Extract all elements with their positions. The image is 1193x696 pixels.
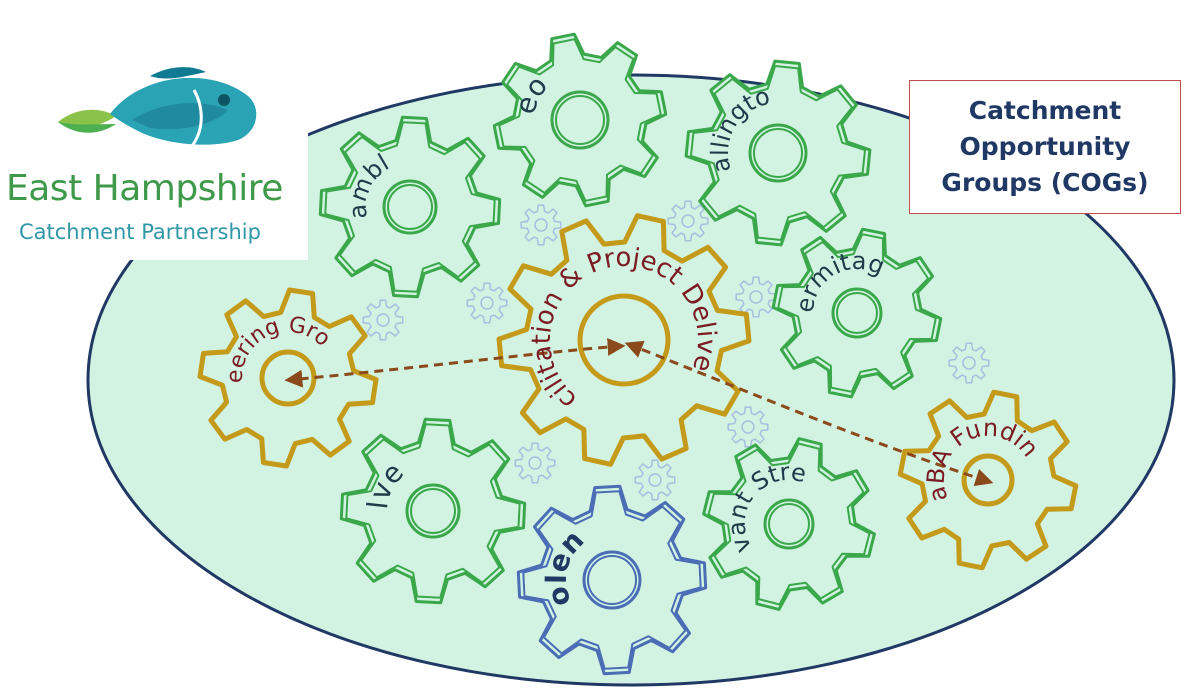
small-cog-hub: [480, 296, 494, 310]
small-cog: [514, 442, 556, 484]
small-cog: [735, 276, 777, 318]
small-cog-hub: [749, 290, 763, 304]
cog-outline: [492, 32, 668, 208]
cog-info-box: Catchment Opportunity Groups (COGs): [909, 80, 1181, 214]
cog-hub: [748, 123, 808, 183]
cog-alver: [339, 417, 527, 605]
fish-icon: [58, 67, 257, 147]
small-cog: [667, 200, 709, 242]
cog-inner-outline: [690, 65, 866, 241]
connection-arrows: [284, 337, 994, 487]
cog-hub-inner: [555, 95, 605, 145]
cog-inner-outline: [498, 38, 662, 202]
small-cog: [466, 282, 508, 324]
cog-info-title: Catchment Opportunity Groups (COGs): [941, 93, 1148, 201]
small-cog: [362, 299, 404, 341]
cog-hub-inner: [587, 555, 637, 605]
cog-outline: [339, 417, 527, 605]
cog-solent: [516, 484, 708, 676]
arrow-facilitation-to-caba: [624, 340, 994, 487]
logo-subtitle: Catchment Partnership: [19, 220, 261, 244]
cog-meon: [492, 32, 668, 208]
cog-inner-outline: [345, 423, 521, 599]
cog-outline: [318, 115, 502, 299]
cog-hamble: [318, 115, 502, 299]
east-hampshire-logo: East Hampshire Catchment Partnership: [0, 50, 308, 260]
small-cog-hub: [681, 214, 695, 228]
cog-hub: [382, 179, 438, 235]
cog-hub-inner: [387, 184, 433, 230]
cog-hub-inner: [836, 292, 878, 334]
cog-inner-outline: [324, 121, 496, 293]
logo-title: East Hampshire: [6, 168, 283, 209]
cog-outline: [516, 484, 708, 676]
cog-hub: [405, 483, 461, 539]
cog-hub-inner: [410, 488, 456, 534]
cog-info-line: Groups (COGs): [941, 168, 1149, 197]
small-cog-hub: [534, 218, 548, 232]
small-cog-hub: [376, 313, 390, 327]
cog-info-line: Opportunity: [959, 132, 1131, 161]
cog-hub-inner: [768, 503, 810, 545]
cog-hub-inner: [753, 128, 803, 178]
small-cog: [520, 204, 562, 246]
cog-hub: [831, 287, 883, 339]
cog-outline: [684, 59, 872, 247]
cog-wallington: [684, 59, 872, 247]
small-cog-hub: [528, 456, 542, 470]
arrow-facilitation-to-steering: [284, 337, 626, 388]
cog-inner-outline: [522, 490, 702, 670]
cog-info-line: Catchment: [968, 96, 1122, 125]
cog-hub: [550, 90, 610, 150]
cog-hub: [763, 498, 815, 550]
cog-hub: [582, 550, 642, 610]
